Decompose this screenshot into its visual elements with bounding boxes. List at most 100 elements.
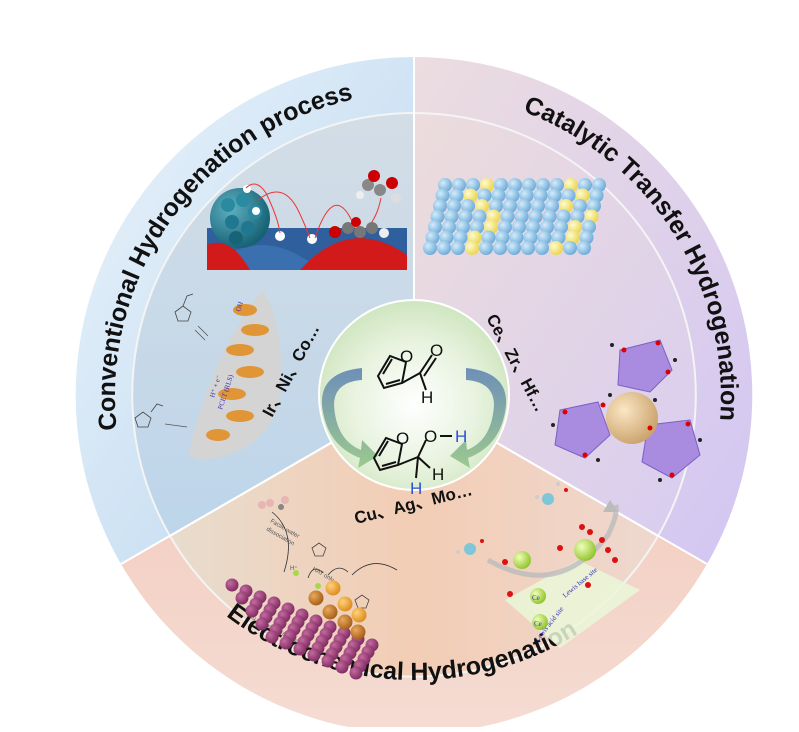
furfural-molecule-3d: [329, 217, 389, 238]
electrochemical-ce-inset: Ce Ce Lewis base site Lewis acid site: [456, 482, 640, 648]
lattice-atom: [512, 220, 526, 234]
auxiliary-atom: [349, 666, 363, 680]
lattice-atom: [545, 199, 559, 213]
lattice-atom: [579, 230, 594, 245]
dopant-atom: [475, 199, 489, 213]
dopant-atom: [480, 178, 494, 192]
lattice-atom: [494, 178, 508, 192]
lattice-atom: [466, 178, 480, 192]
conventional-surface-inset: [207, 170, 407, 270]
lattice-atom: [561, 188, 576, 203]
lattice-atom: [493, 241, 507, 255]
lattice-atom: [542, 209, 557, 224]
lattice-atom: [582, 220, 596, 234]
lattice-atom: [508, 178, 522, 192]
lattice-atom: [587, 199, 601, 213]
auxiliary-atom: [279, 636, 293, 650]
cage-sphere: [606, 392, 658, 444]
lattice-atom: [509, 230, 524, 245]
lattice-atom: [563, 241, 577, 255]
lattice-atom: [451, 241, 465, 255]
lattice-atom: [554, 220, 568, 234]
lattice-atom: [536, 178, 550, 192]
lattice-atom: [425, 230, 440, 245]
lattice-atom: [577, 241, 591, 255]
lattice-atom: [531, 199, 545, 213]
dopant-atom: [549, 241, 563, 255]
lattice-atom: [439, 230, 454, 245]
product-molecule-3d: [356, 170, 401, 203]
product-ring-oxygen: O: [396, 429, 409, 448]
copper-atom: [337, 614, 353, 630]
lattice-atom: [453, 230, 468, 245]
auxiliary-atom: [321, 654, 335, 668]
auxiliary-atom: [307, 648, 321, 662]
dopant-atom: [575, 188, 590, 203]
auxiliary-atom: [265, 630, 279, 644]
lattice-atom: [535, 241, 549, 255]
copper-atom: [322, 604, 338, 620]
lattice-atom: [433, 199, 447, 213]
lattice-atom: [517, 199, 531, 213]
teal-nanoparticle: [210, 188, 270, 248]
conventional-mechanism-inset: PCET (RLS) H⁺ + e⁻ OH: [134, 290, 281, 460]
lattice-atom: [461, 199, 475, 213]
transfer-lattice-inset: [423, 178, 606, 255]
auxiliary-atom: [245, 604, 259, 618]
lattice-atom: [523, 230, 538, 245]
lattice-atom: [491, 188, 506, 203]
lattice-atom: [540, 220, 554, 234]
product-hydroxyl-oxygen: O: [424, 427, 437, 446]
furfural-carbonyl-oxygen: O: [430, 341, 443, 360]
copper-atom: [308, 590, 324, 606]
oxygen-atoms: [562, 340, 691, 478]
lattice-atom: [495, 230, 510, 245]
h-plus-label: H⁺: [290, 565, 298, 572]
lattice-atom: [514, 209, 529, 224]
lattice-atom: [489, 199, 503, 213]
added-hydrogen-hydroxyl: H: [455, 427, 467, 446]
lattice-atom: [528, 209, 543, 224]
left-curved-arrow: [321, 368, 378, 468]
dopant-atom: [559, 199, 573, 213]
lattice-atom: [550, 178, 564, 192]
lattice-atom: [458, 209, 473, 224]
furfuryl-alcohol-structure: [372, 435, 452, 479]
added-hydrogen-carbon: H: [410, 479, 422, 498]
right-curved-arrow: [450, 368, 507, 468]
furfural-skeletal-small: [134, 403, 164, 428]
lattice-atom: [437, 241, 451, 255]
lattice-atom: [444, 209, 459, 224]
electrochemical-cu-inset: Facile water dissociation H⁺ HAT only Cu…: [225, 496, 398, 680]
transfer-mof-cluster-inset: [551, 339, 702, 482]
furfuryl-alcohol-skeletal-small: [174, 293, 194, 322]
lattice-atom: [578, 178, 592, 192]
lattice-atom: [456, 220, 470, 234]
ce-label-1: Ce: [532, 594, 540, 602]
lattice-atom: [452, 178, 466, 192]
lattice-atom: [423, 241, 437, 255]
dopant-atom: [465, 241, 479, 255]
lattice-atom: [447, 199, 461, 213]
auxiliary-atom: [255, 617, 269, 631]
lattice-atom: [522, 178, 536, 192]
dopant-atom: [584, 209, 599, 224]
auxiliary-atom: [293, 642, 307, 656]
lattice-atom: [507, 241, 521, 255]
lattice-atom: [479, 241, 493, 255]
lattice-atom: [592, 178, 606, 192]
oxygen-atoms-ce: [502, 524, 618, 597]
auxiliary-atom: [235, 591, 249, 605]
furfural-ball-stick: [456, 539, 484, 555]
center-reaction: O O H O O H H H: [318, 299, 510, 498]
ce-label-2: Ce: [534, 620, 542, 628]
dopant-atom: [565, 230, 580, 245]
furfural-aldehyde-h: H: [421, 388, 433, 407]
lattice-atom: [503, 199, 517, 213]
dopant-atom: [484, 220, 498, 234]
furfural-ring-oxygen: O: [400, 347, 413, 366]
dopant-atom: [463, 188, 478, 203]
center-circle: [318, 299, 510, 491]
lattice-atom: [556, 209, 571, 224]
